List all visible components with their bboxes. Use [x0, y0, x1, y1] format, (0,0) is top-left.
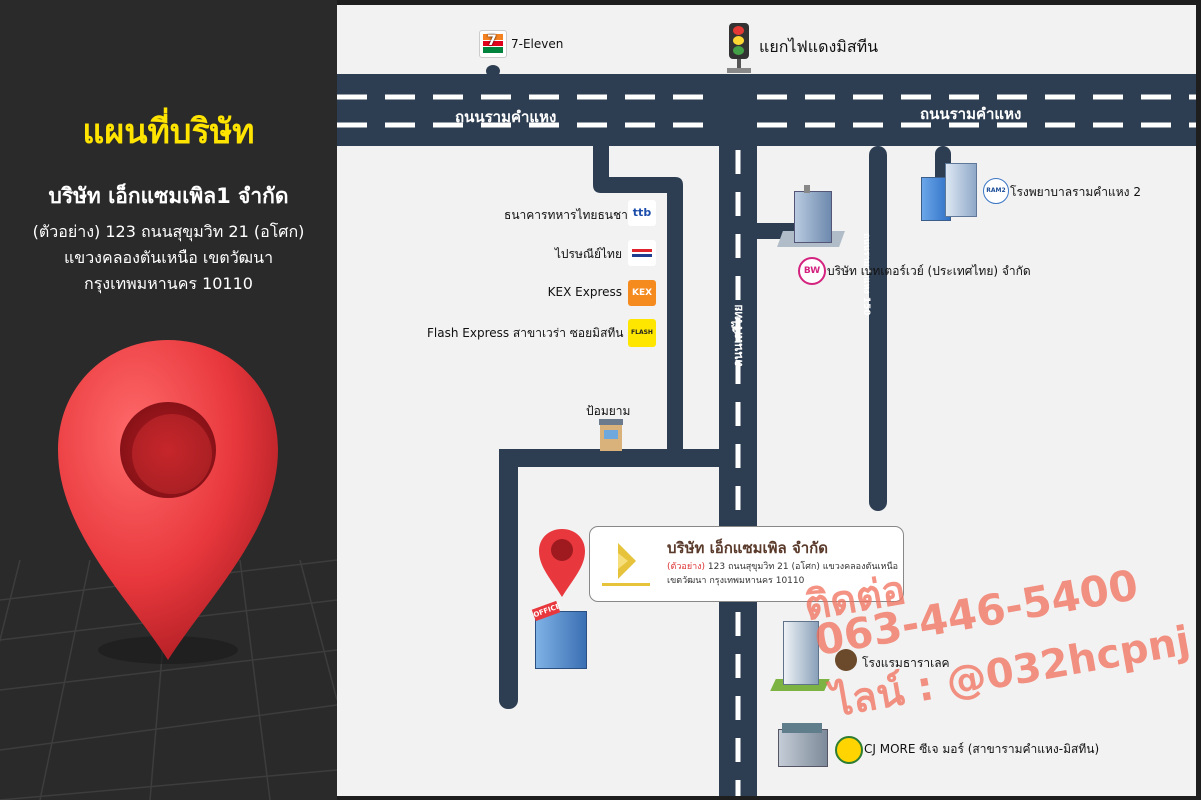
company-name: บริษัท เอ็กแซมเพิล1 จำกัด — [48, 184, 289, 208]
road-network — [337, 65, 1196, 796]
location-pin-icon — [58, 340, 278, 660]
kex-label: KEX Express — [547, 285, 622, 299]
office-icon: OFFICE — [529, 600, 591, 671]
thai-post-icon — [628, 240, 656, 266]
map-area: ถนนรามคำแหง ถนนรามคำแหง ถนนเสรีไทย ถนนรา… — [337, 5, 1196, 796]
ram2-logo-icon: RAM2 — [983, 178, 1009, 204]
traffic-light-label: แยกไฟแดงมิสทีน — [759, 37, 879, 56]
seri-thai-road — [719, 74, 757, 796]
company-info-card: บริษัท เอ็กแซมเพิล จำกัด (ตัวอย่าง) 123 … — [589, 526, 904, 602]
info-company-name: บริษัท เอ็กแซมเพิล จำกัด — [667, 539, 828, 557]
company-pin-icon — [537, 527, 587, 599]
hospital-building-icon — [917, 163, 979, 221]
road-label-ramkhamhaeng-left: ถนนรามคำแหง — [455, 108, 557, 126]
road-label-seri-thai: ถนนเสรีไทย — [731, 304, 745, 367]
store-building-icon — [774, 719, 830, 771]
seven-eleven-icon: 7 — [479, 30, 507, 58]
address-line-3: กรุงเทพมหานคร 10110 — [84, 274, 253, 293]
flash-icon: FLASH — [628, 319, 656, 347]
hotel-building-icon — [770, 617, 830, 695]
perspective-grid — [0, 340, 337, 800]
ttb-icon: ttb — [628, 200, 656, 226]
hotel-logo-icon — [835, 649, 857, 671]
road-label-ramkhamhaeng-right: ถนนรามคำแหง — [920, 105, 1022, 123]
cj-more-label: CJ MORE ซีเจ มอร์ (สาขารามคำแหง-มิสทีน) — [864, 742, 1100, 756]
hotel-label: โรงแรมธาราเลค — [862, 656, 950, 670]
better-way-label: บริษัท เบทเตอร์เวย์ (ประเทศไทย) จำกัด — [827, 264, 1031, 278]
flash-label: Flash Express สาขาเวร่า ซอยมิสทีน — [427, 326, 624, 340]
address-line-2: แขวงคลองตันเหนือ เขตวัฒนา — [63, 248, 274, 267]
company-logo-icon — [596, 535, 656, 593]
office-building-icon — [774, 185, 848, 251]
police-box-icon — [596, 419, 626, 453]
address-line-1: (ตัวอย่าง) 123 ถนนสุขุมวิท 21 (อโศก) — [32, 222, 305, 241]
ramkhamhaeng-road — [337, 74, 1196, 146]
page-title: แผนที่บริษัท — [82, 112, 255, 152]
thai-post-label: ไปรษณีย์ไทย — [554, 247, 622, 261]
better-way-logo-icon: BW — [798, 257, 826, 285]
traffic-light-icon — [722, 23, 754, 75]
seven-eleven-label: 7-Eleven — [511, 37, 564, 51]
ram2-hospital-label: โรงพยาบาลรามคำแหง 2 — [1010, 185, 1141, 199]
info-address: (ตัวอย่าง) 123 ถนนสุขุมวิท 21 (อโศก) แขว… — [667, 562, 899, 586]
police-box-label: ป้อมยาม — [586, 404, 631, 418]
ttb-label: ธนาคารทหารไทยธนชาต — [504, 208, 636, 222]
kex-icon: KEX — [628, 280, 656, 306]
cj-more-logo-icon — [835, 736, 863, 764]
left-panel: แผนที่บริษัท บริษัท เอ็กแซมเพิล1 จำกัด (… — [0, 0, 337, 800]
